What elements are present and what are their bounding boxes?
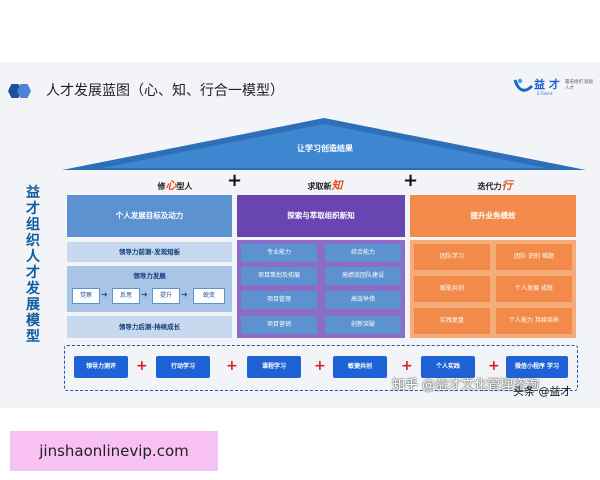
company-slogan: 赢培组织 赋能人才 xyxy=(565,80,594,91)
company-logo-icon xyxy=(513,78,534,92)
foundation-item: 敏捷共创 xyxy=(333,356,387,378)
column-item: 项目策划及拓展 xyxy=(241,267,317,285)
column-item: 综合能力 xyxy=(325,244,401,262)
column-item: 赋能共创 xyxy=(414,276,490,302)
watermark-zhihu: 知乎 @益才文化管理咨询 xyxy=(392,378,540,393)
column-item: 个人能力 持续培养 xyxy=(496,308,572,334)
column-heading-heart: 修心型人 xyxy=(157,179,193,192)
column-header-box: 提升业务绩效 xyxy=(410,195,576,237)
column-item: 项目管理 xyxy=(241,291,317,309)
column-heading-knowledge: 求取新知 xyxy=(307,179,343,192)
red-plus-icon: + xyxy=(314,358,326,374)
red-plus-icon: + xyxy=(136,358,148,374)
column-item: 团队 识别 难题 xyxy=(496,244,572,270)
column-item: 领导力后测-持续成长 xyxy=(67,316,232,338)
side-vertical-title: 益才组织人才发展模型 xyxy=(26,185,40,345)
roof-label: 让学习创造结果 xyxy=(297,144,353,153)
hexagon-bullet-icon xyxy=(8,84,22,98)
arrow-right-icon: ➜ xyxy=(181,290,188,299)
foundation-panel xyxy=(64,345,578,391)
column-item: 实践复盘 xyxy=(414,308,490,334)
plus-sign: + xyxy=(227,170,243,191)
foundation-item: 个人实践 xyxy=(421,356,475,378)
step-box: 蜕变 xyxy=(193,288,225,304)
step-box: 反思 xyxy=(112,288,140,304)
column-item: 领导力前测-发现短板 xyxy=(67,242,232,262)
watermark-toutiao: 头条 @益才 xyxy=(513,385,572,398)
column-item: 领导力发展 xyxy=(133,272,166,280)
column-item: 专业能力 xyxy=(241,244,317,262)
page-title: 人才发展蓝图（心、知、行合一模型） xyxy=(46,83,284,99)
red-plus-icon: + xyxy=(401,358,413,374)
arrow-right-icon: ➜ xyxy=(101,290,108,299)
roof-shape xyxy=(62,118,586,170)
hexagon-bullet-icon xyxy=(17,84,31,98)
company-logo-subtext: E-Talent xyxy=(537,91,553,96)
foundation-item: 微信小程序 学习 xyxy=(506,356,568,378)
url-banner xyxy=(10,431,218,471)
column-heading-action: 迭代力行 xyxy=(477,179,513,192)
column-item: 高效举措 xyxy=(325,291,401,309)
arrow-right-icon: ➜ xyxy=(141,290,148,299)
red-plus-icon: + xyxy=(226,358,238,374)
foundation-item: 课程学习 xyxy=(247,356,301,378)
column-item: 创新突破 xyxy=(325,316,401,334)
plus-sign: + xyxy=(403,170,419,191)
column-header-box: 个人发展目标及动力 xyxy=(67,195,232,237)
column-item: 项目营销 xyxy=(241,316,317,334)
column-item: 高绩效团队建设 xyxy=(325,267,401,285)
column-item: 团队学习 xyxy=(414,244,490,270)
step-box: 觉察 xyxy=(72,288,100,304)
red-plus-icon: + xyxy=(488,358,500,374)
column-header-box: 探索与萃取组织新知 xyxy=(237,195,405,237)
step-box: 提升 xyxy=(152,288,180,304)
column-item: 个人发展 成就 xyxy=(496,276,572,302)
foundation-item: 领导力测评 xyxy=(74,356,128,378)
company-logo-text: 益 才 xyxy=(534,78,560,91)
url-banner-text[interactable]: jinshaonlinevip.com xyxy=(39,442,189,460)
foundation-item: 行动学习 xyxy=(156,356,210,378)
